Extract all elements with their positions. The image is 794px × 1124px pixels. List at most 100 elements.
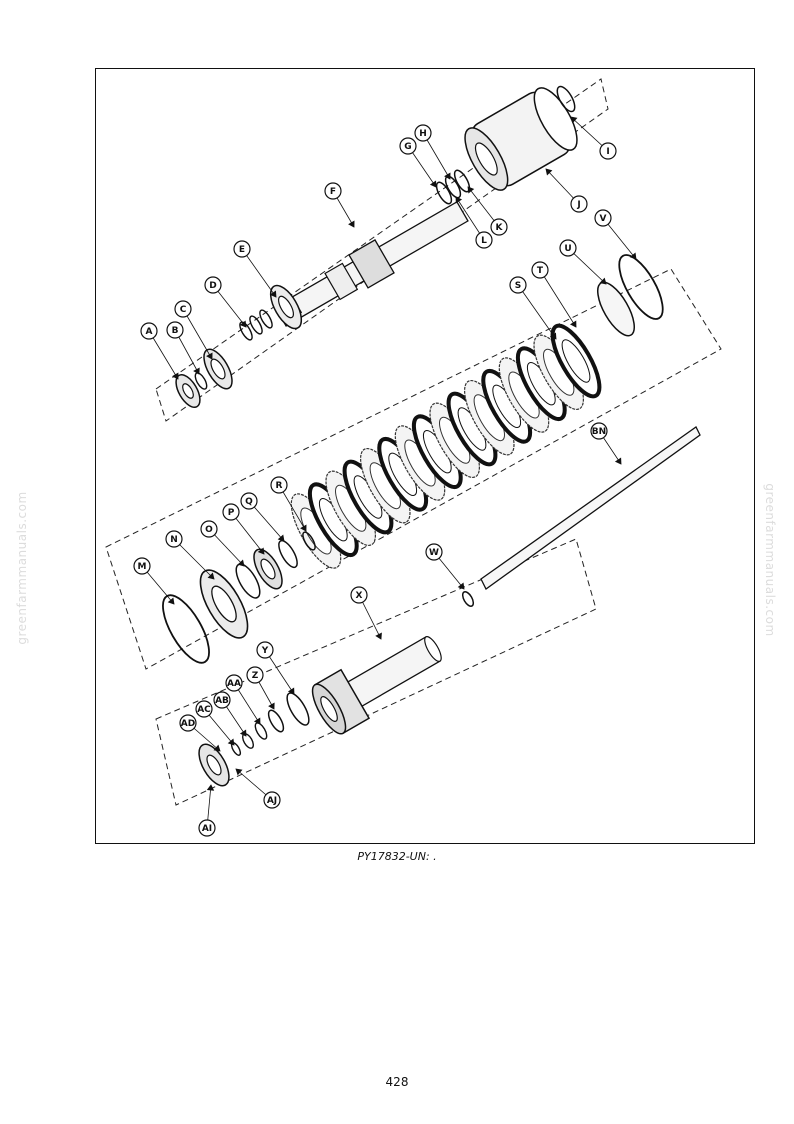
bearing-a: [175, 374, 201, 408]
callout-circle: [414, 124, 432, 142]
callout-circle: [324, 182, 342, 200]
shaft-f: [274, 200, 469, 327]
callout-s: S: [509, 276, 527, 294]
callout-circle: [225, 674, 243, 692]
callout-label: T: [537, 266, 544, 276]
callout-circle: [200, 520, 218, 538]
callout-circle: [133, 557, 151, 575]
leader-line: [230, 511, 265, 555]
ring-aa: [254, 722, 268, 740]
callout-label: AB: [215, 696, 229, 706]
leader-arrow: [570, 116, 578, 124]
leader-arrow: [599, 277, 607, 285]
ring-d2: [249, 315, 263, 335]
callout-label: I: [606, 147, 609, 157]
callout-circle: [425, 543, 443, 561]
callout-ai: AI: [198, 819, 216, 837]
callout-label: L: [481, 236, 487, 246]
callout-label: W: [429, 548, 439, 558]
figure-caption: PY17832-UN: .: [357, 850, 437, 863]
leader-arrow: [235, 768, 243, 776]
leader-line: [173, 538, 215, 580]
callout-q: Q: [240, 492, 258, 510]
callout-n: N: [165, 530, 183, 548]
callout-label: A: [146, 327, 153, 337]
callout-x: X: [350, 586, 368, 604]
leader-line: [264, 649, 295, 695]
steel-plate: [498, 357, 550, 433]
ring-d3: [259, 309, 273, 329]
bearing-c: [203, 348, 233, 390]
callout-z: Z: [246, 666, 264, 684]
callout-t: T: [531, 261, 549, 279]
leader-line: [241, 248, 277, 298]
leader-arrow: [239, 729, 247, 737]
friction-disc: [550, 323, 602, 399]
leader-arrow: [348, 220, 355, 228]
leader-arrow: [253, 717, 261, 725]
callout-k: K: [490, 218, 508, 236]
washer-w: [461, 591, 475, 607]
watermark-right: greenfarmmanuals.com: [763, 483, 777, 637]
leader-arrow: [467, 186, 475, 194]
callout-u: U: [559, 239, 577, 257]
callout-circle: [240, 492, 258, 510]
ring-b: [194, 372, 208, 390]
callout-label: M: [138, 562, 147, 572]
spring-p: [253, 548, 283, 590]
seal-k: [453, 169, 471, 193]
callout-label: AA: [227, 679, 241, 689]
callout-circle: [399, 137, 417, 155]
callout-aa: AA: [225, 674, 243, 692]
callout-ac: AC: [195, 700, 213, 718]
callout-circle: [204, 276, 222, 294]
callout-circle: [594, 209, 612, 227]
callout-r: R: [270, 476, 288, 494]
leader-line: [148, 330, 179, 380]
callout-w: W: [425, 543, 443, 561]
callout-m: M: [133, 557, 151, 575]
callout-circle: [263, 791, 281, 809]
callout-label: K: [496, 223, 504, 233]
callout-label: J: [576, 200, 580, 210]
callout-circle: [475, 231, 493, 249]
callout-label: S: [515, 281, 521, 291]
callout-circle: [179, 714, 197, 732]
callout-circle: [599, 142, 617, 160]
bearing-ai: [198, 743, 230, 787]
ring-z: [267, 709, 285, 733]
leader-line: [278, 484, 307, 532]
callout-circle: [195, 700, 213, 718]
leader-arrow: [457, 582, 465, 590]
seal-g: [435, 181, 453, 205]
callout-y: Y: [256, 641, 274, 659]
leader-arrow: [429, 180, 437, 188]
leader-arrow: [549, 332, 557, 340]
leader-arrow: [268, 702, 275, 710]
leader-arrow: [172, 372, 179, 380]
long-shaft-bn: [480, 426, 701, 590]
leader-arrow: [193, 367, 200, 375]
callout-label: U: [564, 244, 571, 254]
callout-circle: [222, 503, 240, 521]
leader-arrow: [167, 597, 175, 605]
snap-ring-i: [556, 85, 576, 113]
assembly-outlines: [105, 78, 722, 806]
page-number: 428: [385, 1075, 409, 1089]
hub-x: [311, 635, 442, 735]
leader-line: [602, 217, 637, 260]
callout-o: O: [200, 520, 218, 538]
callout-circle: [559, 239, 577, 257]
callout-label: V: [600, 214, 607, 224]
upper-shaft-group: [175, 85, 578, 408]
callout-label: D: [209, 281, 216, 291]
snap-ring-v: [618, 254, 664, 320]
leader-arrow: [239, 320, 247, 328]
ring-u: [597, 281, 635, 337]
callout-ab: AB: [213, 691, 231, 709]
callout-e: E: [233, 240, 251, 258]
callout-circle: [246, 666, 264, 684]
watermark-left: greenfarmmanuals.com: [15, 491, 29, 645]
